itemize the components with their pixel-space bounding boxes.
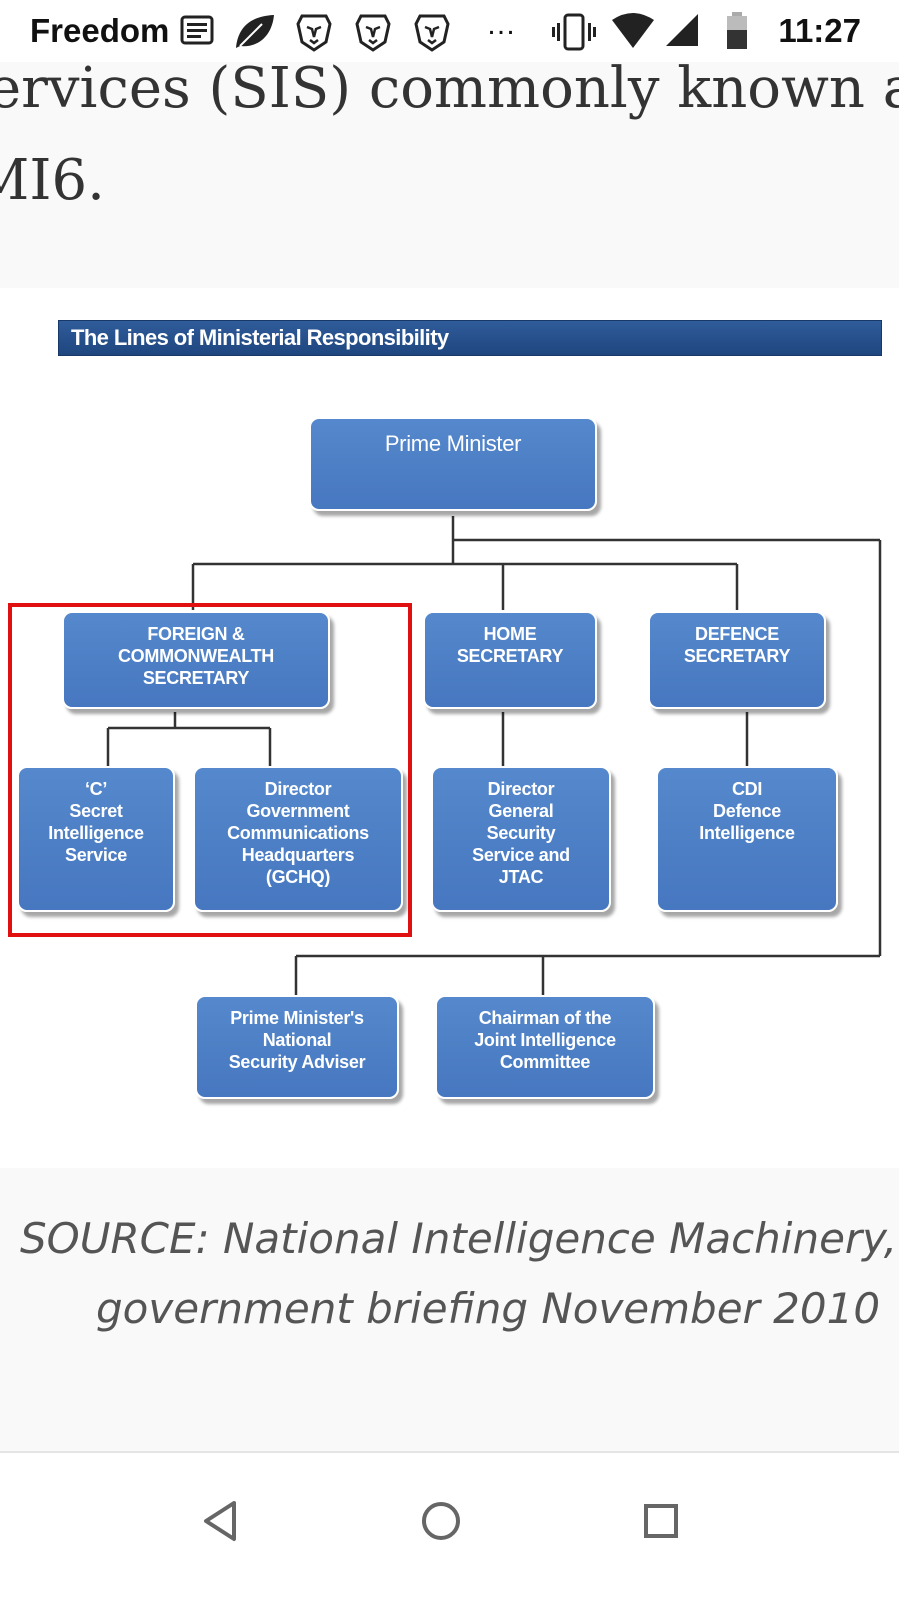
figure-caption: SOURCE: National Intelligence Machinery,… [0,1168,899,1451]
navigation-bar [0,1451,899,1601]
home-icon[interactable] [411,1491,471,1551]
figure-title-bar: The Lines of Ministerial Responsibility [58,320,882,356]
node-prime-minister: Prime Minister [309,417,597,511]
connector-lines [106,516,882,996]
notes-icon [180,15,214,45]
vibrate-icon [552,13,596,51]
node-director-general-security-service: Director General Security Service and JT… [431,766,611,912]
article-text-line: MI6. [0,148,105,213]
figure-title: The Lines of Ministerial Responsibility [71,325,449,350]
brave-lion-icon [355,14,391,52]
leaf-icon [236,15,274,48]
node-pm-national-security-adviser: Prime Minister's National Security Advis… [195,995,399,1099]
node-cdi-defence-intelligence: CDI Defence Intelligence [656,766,838,912]
back-icon[interactable] [190,1491,250,1551]
red-highlight-box [8,603,412,937]
node-foreign-secretary: FOREIGN & COMMONWEALTH SECRETARY [62,611,330,709]
node-defence-secretary: DEFENCE SECRETARY [648,611,826,709]
article-text-line: ervices (SIS) commonly known as [0,62,899,121]
more-dots-icon: … [486,8,518,41]
caption-line: SOURCE: National Intelligence Machinery,… [20,1214,899,1263]
article-body: ervices (SIS) commonly known as MI6. [0,62,899,288]
carrier-label: Freedom [30,12,170,49]
brave-lion-icon [414,14,450,52]
node-c-secret-intelligence-service: ‘C’ Secret Intelligence Service [17,766,175,912]
recents-icon[interactable] [631,1491,691,1551]
wifi-icon [612,13,654,48]
battery-icon [727,12,747,49]
clock: 11:27 [778,12,861,49]
node-director-gchq: Director Government Communications Headq… [193,766,403,912]
signal-icon [666,14,698,46]
brave-lion-icon [296,14,332,52]
node-chairman-jic: Chairman of the Joint Intelligence Commi… [435,995,655,1099]
node-home-secretary: HOME SECRETARY [423,611,597,709]
org-chart-figure: The Lines of Ministerial Responsibility [0,288,899,1168]
caption-line: government briefing November 2010 [96,1284,881,1333]
status-bar: Freedom … 11:27 [0,0,899,62]
